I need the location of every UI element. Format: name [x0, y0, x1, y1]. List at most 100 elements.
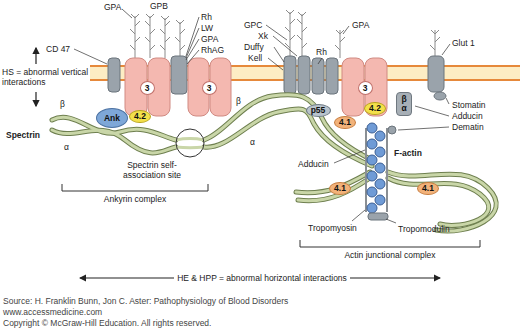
leader-line	[318, 58, 322, 64]
interaction-note: HS = abnormal vertical interactions	[2, 67, 90, 87]
glycophorin-protein	[284, 56, 296, 94]
leader-line	[268, 58, 283, 70]
glycophorin-protein	[298, 56, 310, 94]
protein41-node: 4.1	[334, 116, 356, 129]
actin-bead	[375, 179, 385, 189]
protein-label: Spectrin	[6, 130, 40, 140]
glycan-tree	[335, 30, 345, 58]
protein-label: GPB	[150, 1, 168, 11]
glycophorin-protein	[326, 58, 338, 94]
tropomyosin-strand	[365, 128, 367, 212]
complex-label: Actin junctional complex	[344, 250, 435, 260]
protein-name: 3	[207, 84, 212, 93]
leader-line	[187, 50, 199, 64]
site-label: Spectrin self-association site	[113, 160, 191, 180]
chain-label: β	[60, 99, 65, 109]
protein-label: Kell	[248, 53, 262, 63]
protein41-node: 4.1	[417, 182, 439, 195]
leader-line	[386, 219, 396, 223]
glycan-tree	[430, 30, 440, 58]
source-note: Copyright © McGraw-Hill Education. All r…	[3, 318, 211, 328]
protein-label: F-actin	[394, 148, 422, 158]
glycan-tree	[285, 10, 295, 56]
protein-name: 4.1	[334, 184, 346, 193]
protein-name: 3	[363, 84, 368, 93]
protein-label: Rh	[201, 12, 212, 22]
protein-label: GPC	[244, 20, 262, 30]
membrane-proteins	[108, 56, 446, 116]
protein-label: CD 47	[46, 44, 70, 54]
spectrin-strand	[204, 95, 372, 160]
band3-node: 3	[358, 81, 373, 95]
protein-label: GPA	[104, 2, 121, 12]
dematin-protein	[388, 126, 396, 134]
glycan-trees	[130, 10, 440, 58]
leader-line	[273, 36, 297, 56]
tropomyosin-strand	[386, 128, 388, 212]
spectrin-strand-outline	[388, 178, 489, 225]
protein-label: Stomatin	[452, 100, 486, 110]
glycan-tree	[160, 16, 170, 58]
complex-label: Ankyrin complex	[104, 194, 166, 204]
spectrin-strand-outline	[298, 178, 370, 201]
protein-label: Glut 1	[452, 38, 475, 48]
leader-line	[74, 49, 107, 64]
protein-label: Tropomodulin	[398, 224, 450, 234]
actin-bead	[367, 155, 377, 165]
chain-label: α	[250, 137, 255, 147]
glycan-tree	[130, 14, 140, 58]
actin-bead	[375, 131, 385, 141]
tropomodulin-cap	[368, 213, 388, 220]
protein-label: Adducin	[452, 111, 483, 121]
protein-label: Adducin	[298, 159, 329, 169]
actin-bead	[367, 187, 377, 197]
leader-line	[446, 98, 449, 104]
actin-bead	[375, 163, 385, 173]
source-note: www.accessmedicine.com	[3, 307, 102, 317]
spectrin-strand-outline	[204, 95, 372, 160]
leader-line	[398, 127, 449, 130]
glycan-tree	[145, 14, 155, 58]
protein-label: Rh	[316, 47, 327, 57]
protein-label: Duffy	[244, 42, 264, 52]
protein-name: p55	[311, 106, 326, 115]
actin-bead	[375, 195, 385, 205]
cd47-protein	[108, 58, 120, 92]
protein-name: 4.1	[422, 184, 434, 193]
ankyrin-node: Ank	[96, 108, 128, 128]
actin-filament	[366, 123, 396, 220]
leader-line	[186, 39, 199, 60]
spectrin-strand	[388, 178, 489, 225]
leader-line	[442, 44, 450, 55]
spectrin-strand	[52, 130, 176, 153]
spectrin-strand	[298, 178, 370, 201]
leader-line	[352, 210, 365, 221]
leader-line	[186, 28, 199, 58]
protein42-node: 4.2	[364, 102, 386, 115]
actin-bead	[367, 123, 377, 133]
leader-line	[122, 9, 132, 18]
protein42-node: 4.2	[129, 110, 151, 123]
vertical-arrow	[35, 92, 36, 106]
leader-line	[274, 47, 284, 62]
brackets	[62, 184, 480, 247]
adducin-node: βα	[396, 92, 412, 116]
band3-node: 3	[140, 81, 155, 95]
protein-label: RhAG	[201, 45, 224, 55]
interaction-arrows	[36, 48, 440, 278]
protein-name: Ank	[104, 114, 120, 123]
protein-label: Dematin	[452, 122, 484, 132]
glycophorin-protein	[312, 58, 324, 94]
protein41-node: 4.1	[329, 182, 351, 195]
actin-bead	[367, 203, 377, 213]
protein-label: Xk	[258, 31, 268, 41]
protein-label: Tropomyosin	[308, 223, 357, 233]
bracket	[300, 240, 480, 247]
interaction-note: HE & HPP = abnormal horizontal interacti…	[174, 273, 350, 283]
protein-name: β	[401, 95, 406, 104]
leader-line	[266, 25, 287, 40]
leader-line	[415, 106, 449, 116]
protein-label: GPA	[352, 20, 369, 30]
glycan-tree	[297, 12, 307, 56]
